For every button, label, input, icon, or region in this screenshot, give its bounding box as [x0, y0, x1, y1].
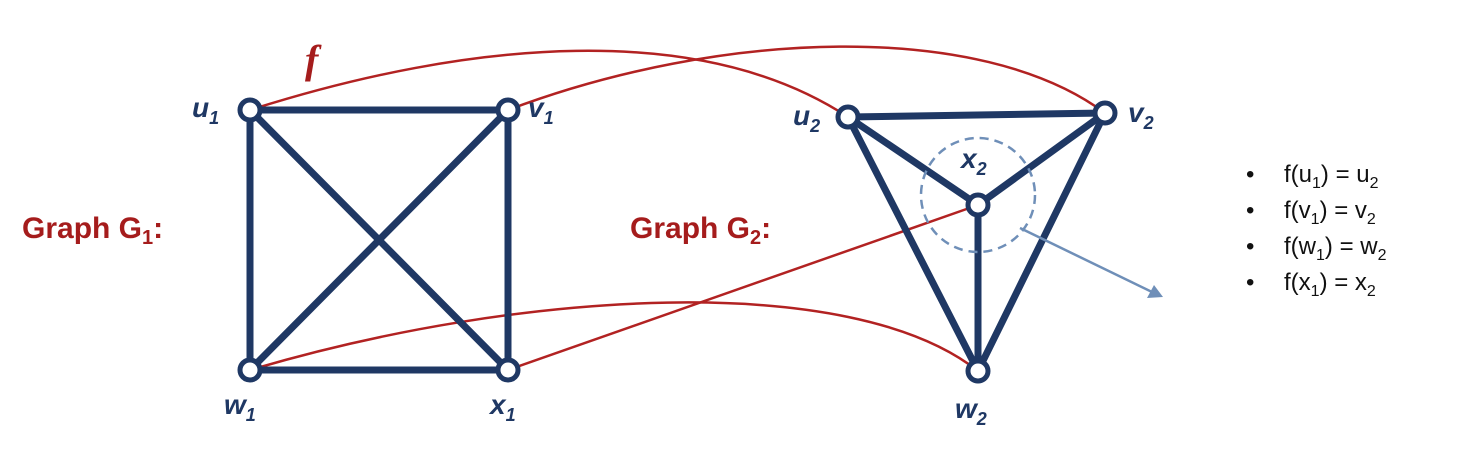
map-curve-u1-u2 — [249, 49, 849, 119]
g2-vertex-w — [965, 358, 991, 384]
mapping-item-4: f(x1) = x2 — [1284, 269, 1376, 300]
graph2-title: Graph G2: — [630, 212, 771, 249]
mapping-bullet-1-symbol: • — [1246, 161, 1254, 188]
mapping-curves — [249, 45, 1106, 372]
map-curve-w1-w2 — [249, 301, 979, 372]
graph1-vertices — [237, 97, 521, 383]
g2-edge-v-w — [974, 109, 1109, 375]
mapping-bullet-4-symbol: • — [1246, 269, 1254, 296]
map-curve-v1-v2 — [507, 45, 1106, 115]
g1-label-v: v1 — [528, 92, 554, 128]
g1-label-u: u1 — [192, 92, 219, 128]
g2-label-x: x2 — [959, 143, 987, 179]
g1-edge-v-w — [246, 106, 512, 374]
g1-vertex-x — [495, 357, 521, 383]
g2-label-u: u2 — [793, 100, 820, 136]
mapping-bullet-2-symbol: • — [1246, 197, 1254, 224]
g2-vertex-v — [1092, 100, 1118, 126]
map-label-f: f — [305, 37, 322, 82]
graph2-edges — [844, 109, 1109, 375]
map-curve-x1-x2 — [507, 203, 979, 372]
mapping-item-3: f(w1) = w2 — [1284, 233, 1387, 264]
g2-label-w: w2 — [955, 393, 987, 429]
mapping-item-2: f(v1) = v2 — [1284, 197, 1376, 228]
highlight-arrow — [1019, 226, 1153, 294]
highlight-arrowhead — [1147, 285, 1163, 298]
g2-vertex-x — [965, 192, 991, 218]
g2-edge-u-w — [844, 113, 982, 375]
g2-label-v: v2 — [1128, 97, 1154, 133]
mapping-item-1: f(u1) = u2 — [1284, 161, 1379, 192]
g1-vertex-v — [495, 97, 521, 123]
g2-edge-u-v — [844, 109, 1109, 121]
g1-label-x: x1 — [488, 389, 516, 425]
x2-highlight-circle — [919, 136, 1037, 254]
g1-vertex-w — [237, 357, 263, 383]
mapping-list: • f(u1) = u2 • f(v1) = v2 • f(w1) = w2 •… — [1246, 161, 1387, 300]
mapping-bullet-3-symbol: • — [1246, 233, 1254, 260]
g2-edge-u-x — [844, 113, 982, 209]
g1-vertex-u — [237, 97, 263, 123]
g1-label-w: w1 — [224, 389, 256, 425]
graph1-edges — [246, 106, 512, 374]
g2-edge-v-x — [974, 109, 1109, 209]
g2-vertex-u — [835, 104, 861, 130]
graph1-title: Graph G1: — [22, 212, 163, 249]
graph2-vertices — [835, 100, 1118, 384]
